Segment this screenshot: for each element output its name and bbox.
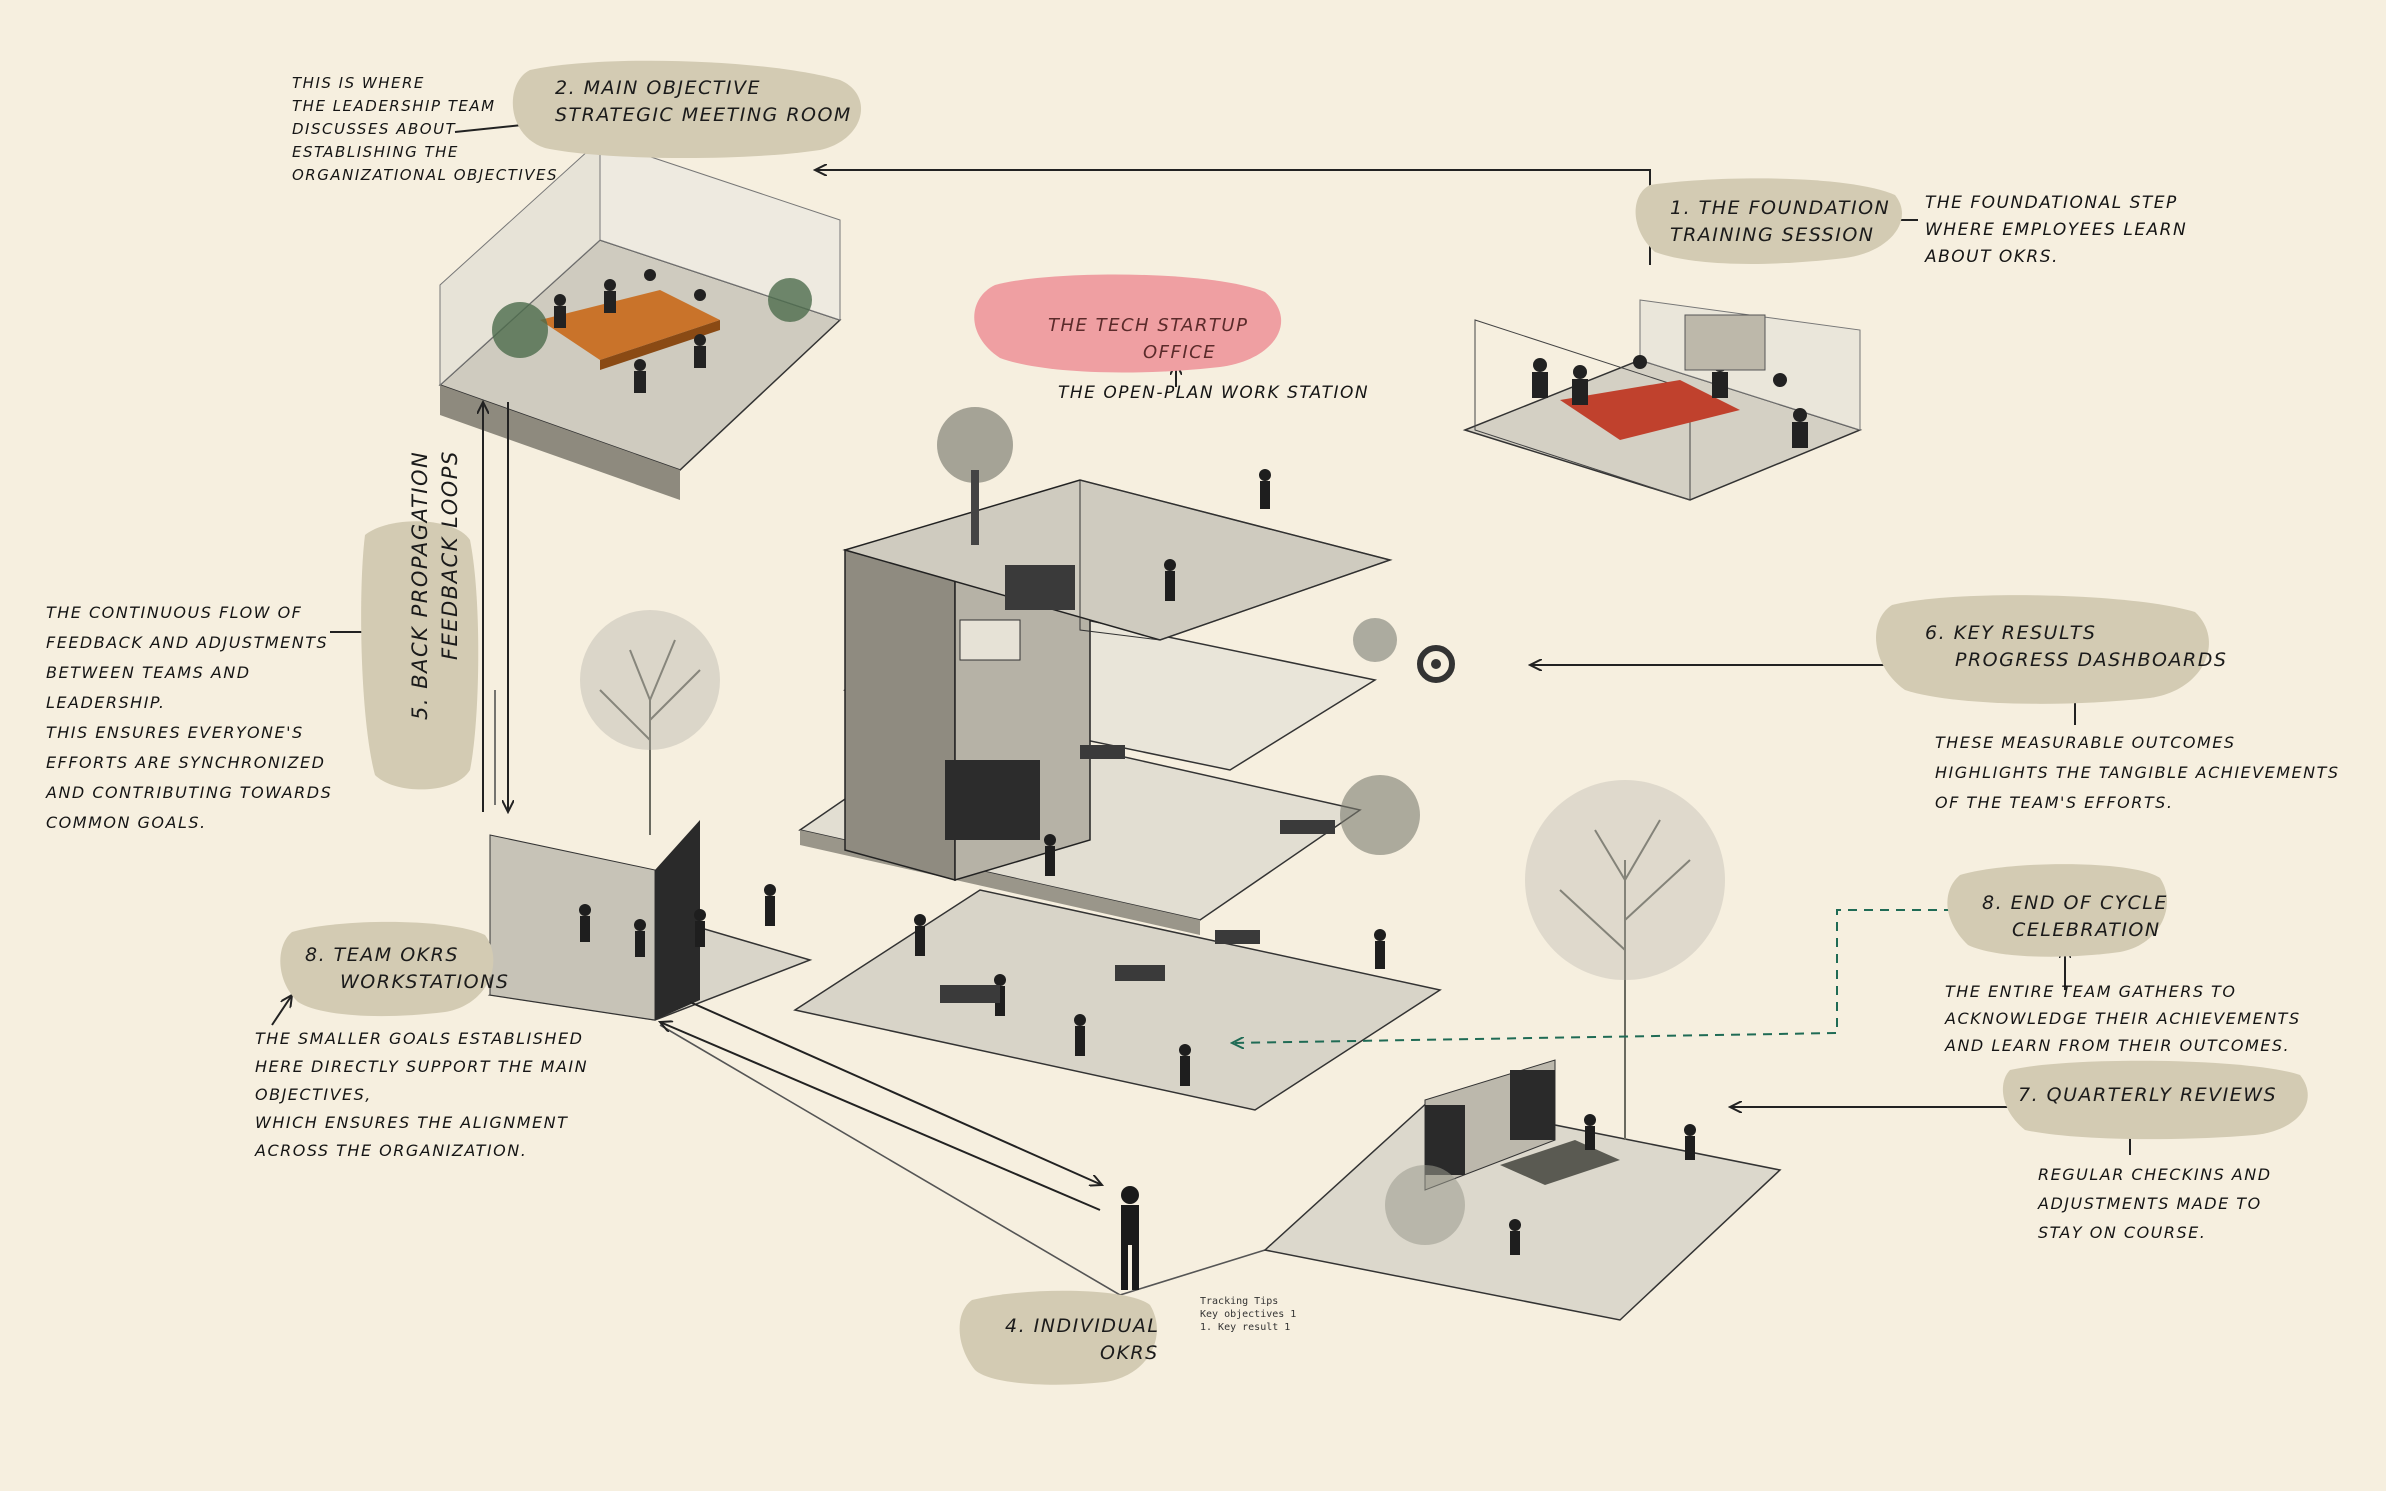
step-5-note-line-2: FEEDBACK AND ADJUSTMENTS xyxy=(46,633,329,652)
step-2-note-line-2: THE LEADERSHIP TEAM xyxy=(292,97,496,115)
step-6-note-line-3: OF THE TEAM'S EFFORTS. xyxy=(1935,793,2174,812)
step-5-note-line-8: COMMON GOALS. xyxy=(46,813,207,832)
step-8-celebration-note-line-1: THE ENTIRE TEAM GATHERS TO xyxy=(1945,982,2237,1001)
step-1-note-line-3: ABOUT OKRS. xyxy=(1925,247,2059,267)
step-1-label-line-2: TRAINING SESSION xyxy=(1670,224,1875,246)
step-5-label-line-2: FEEDBACK LOOPS xyxy=(438,450,462,660)
step-5-note: THE CONTINUOUS FLOW OF FEEDBACK AND ADJU… xyxy=(46,598,332,838)
step-2-label: 2. MAIN OBJECTIVE STRATEGIC MEETING ROOM xyxy=(555,75,852,129)
step-2-label-line-2: STRATEGIC MEETING ROOM xyxy=(555,104,852,126)
step-5-note-line-7: AND CONTRIBUTING TOWARDS xyxy=(46,783,333,802)
individual-person-illustration xyxy=(1121,1186,1139,1290)
step-6-label: 6. KEY RESULTS PROGRESS DASHBOARDS xyxy=(1925,620,2227,674)
quarterly-reviews-illustration xyxy=(1263,780,1782,1321)
step-5-note-line-1: THE CONTINUOUS FLOW OF xyxy=(46,603,303,622)
step-2-note-line-1: THIS IS WHERE xyxy=(292,74,425,92)
tiny-note-line-3: 1. Key result 1 xyxy=(1200,1322,1291,1333)
celebration-dashed-connector xyxy=(1232,909,1953,1043)
team-okrs-label: 8. TEAM OKRS WORKSTATIONS xyxy=(305,942,509,996)
step-5-label-line-1: 5. BACK PROPAGATION xyxy=(408,450,432,720)
step-8-celebration-label-line-1: 8. END OF CYCLE xyxy=(1982,892,2168,914)
step-1-label: 1. THE FOUNDATION TRAINING SESSION xyxy=(1670,195,1890,249)
team-okrs-note-line-2: HERE DIRECTLY SUPPORT THE MAIN xyxy=(255,1057,589,1076)
step-2-note: THIS IS WHERE THE LEADERSHIP TEAM DISCUS… xyxy=(292,72,558,187)
step-2-label-line-1: 2. MAIN OBJECTIVE xyxy=(555,77,761,99)
step-8-celebration-note: THE ENTIRE TEAM GATHERS TO ACKNOWLEDGE T… xyxy=(1945,978,2301,1059)
step-6-note: THESE MEASURABLE OUTCOMES HIGHLIGHTS THE… xyxy=(1935,728,2340,818)
step-2-note-line-3: DISCUSSES ABOUT xyxy=(292,120,457,138)
step-5-note-line-4: LEADERSHIP. xyxy=(46,693,166,712)
step-8-celebration-label-line-2: CELEBRATION xyxy=(2012,919,2161,941)
step-7-note-line-2: ADJUSTMENTS MADE TO xyxy=(2038,1194,2262,1213)
step-1-note-line-2: WHERE EMPLOYEES LEARN xyxy=(1925,220,2188,240)
step-6-label-line-2: PROGRESS DASHBOARDS xyxy=(1955,649,2228,671)
step-8-celebration-label: 8. END OF CYCLE CELEBRATION xyxy=(1982,890,2168,944)
team-okrs-label-line-2: WORKSTATIONS xyxy=(340,971,510,993)
team-okrs-note-line-1: THE SMALLER GOALS ESTABLISHED xyxy=(255,1029,584,1048)
team-okrs-note-line-5: ACROSS THE ORGANIZATION. xyxy=(255,1141,528,1160)
step-1-note: THE FOUNDATIONAL STEP WHERE EMPLOYEES LE… xyxy=(1925,190,2187,271)
step-2-note-line-4: ESTABLISHING THE xyxy=(292,143,459,161)
step-5-note-line-6: EFFORTS ARE SYNCHRONIZED xyxy=(46,753,326,772)
step-7-note-line-1: REGULAR CHECKINS AND xyxy=(2038,1165,2272,1184)
step-7-label: 7. QUARTERLY REVIEWS xyxy=(2018,1084,2278,1106)
tiny-note-line-2: Key objectives 1 xyxy=(1200,1309,1297,1320)
team-okrs-label-line-1: 8. TEAM OKRS xyxy=(305,944,459,966)
step-6-label-line-1: 6. KEY RESULTS xyxy=(1925,622,2097,644)
label-blobs xyxy=(280,60,2308,1385)
step-2-note-line-5: ORGANIZATIONAL OBJECTIVES xyxy=(292,166,559,184)
step-8-celebration-note-line-2: ACKNOWLEDGE THEIR ACHIEVEMENTS xyxy=(1945,1009,2301,1028)
step-5-label: 5. BACK PROPAGATION FEEDBACK LOOPS xyxy=(405,450,465,720)
tiny-note-line-1: Tracking Tips xyxy=(1200,1296,1279,1307)
step-1-note-line-1: THE FOUNDATIONAL STEP xyxy=(1925,193,2178,213)
step-5-note-line-5: THIS ENSURES EVERYONE'S xyxy=(46,723,304,742)
step-7-note: REGULAR CHECKINS AND ADJUSTMENTS MADE TO… xyxy=(2038,1160,2272,1247)
team-workstations-illustration xyxy=(487,610,813,1021)
open-plan-office-illustration xyxy=(793,407,1455,1111)
center-title-line-2: OFFICE xyxy=(1143,342,1217,363)
training-session-illustration xyxy=(1462,299,1863,501)
step-6-note-line-2: HIGHLIGHTS THE TANGIBLE ACHIEVEMENTS xyxy=(1935,763,2340,782)
center-subtitle: THE OPEN-PLAN WORK STATION xyxy=(1058,383,1370,403)
step-7-note-line-3: STAY ON COURSE. xyxy=(2038,1223,2207,1242)
team-okrs-note-line-3: OBJECTIVES, xyxy=(255,1085,372,1104)
individual-okrs-label: 4. INDIVIDUAL OKRS xyxy=(1005,1313,1159,1367)
center-title-line-1: THE TECH STARTUP xyxy=(1048,315,1249,336)
team-okrs-note-line-4: WHICH ENSURES THE ALIGNMENT xyxy=(255,1113,569,1132)
team-okrs-note: THE SMALLER GOALS ESTABLISHED HERE DIREC… xyxy=(255,1025,588,1165)
center-title: THE TECH STARTUP OFFICE xyxy=(1048,312,1248,366)
individual-okrs-tiny-note: Tracking Tips Key objectives 1 1. Key re… xyxy=(1200,1295,1296,1334)
step-1-label-line-1: 1. THE FOUNDATION xyxy=(1670,197,1891,219)
step-8-celebration-note-line-3: AND LEARN FROM THEIR OUTCOMES. xyxy=(1945,1036,2291,1055)
individual-okrs-label-line-1: 4. INDIVIDUAL xyxy=(1005,1315,1160,1337)
individual-okrs-label-line-2: OKRS xyxy=(1100,1342,1159,1364)
strategic-meeting-room-illustration xyxy=(438,138,842,500)
step-6-note-line-1: THESE MEASURABLE OUTCOMES xyxy=(1935,733,2236,752)
step-5-note-line-3: BETWEEN TEAMS AND xyxy=(46,663,251,682)
